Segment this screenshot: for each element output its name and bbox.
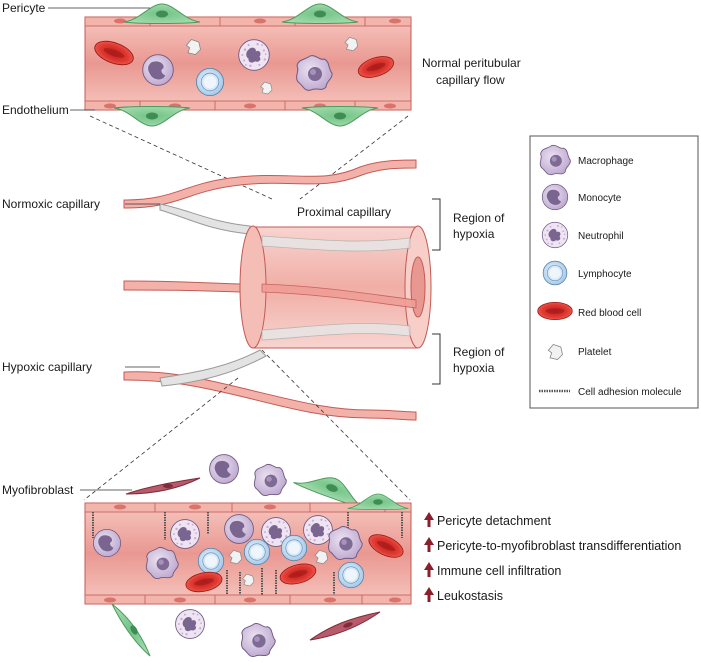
region-top-label-line1: Region of (453, 211, 505, 225)
outcomes-list: Pericyte detachment Pericyte-to-myofibro… (424, 512, 681, 603)
up-arrow-icon (424, 562, 434, 577)
macrophage-icon (539, 144, 571, 176)
macrophage (327, 526, 363, 560)
top-vessel-endothelium-upper (84, 16, 412, 27)
neutrophil (303, 515, 333, 545)
legend-label-platelet: Platelet (578, 347, 612, 358)
normoxic-capillary-label: Normoxic capillary (2, 197, 100, 211)
normal-flow-label-line1: Normal peritubular (422, 56, 521, 70)
macrophage (296, 55, 333, 91)
pericyte-cell (281, 3, 359, 24)
lymphocyte (280, 534, 308, 562)
outcome-leukostasis: Leukostasis (437, 589, 503, 603)
monocyte (224, 514, 254, 544)
monocyte (209, 454, 239, 484)
macrophage (240, 623, 276, 657)
legend-label-neutrophil: Neutrophil (578, 231, 624, 242)
region-top-bracket (432, 198, 441, 251)
pericyte-cell (301, 106, 379, 127)
capillary-network (123, 159, 432, 421)
lymphocyte (243, 538, 271, 566)
hypoxic-capillary-tube (123, 371, 417, 421)
myofibroblast-label: Myofibroblast (2, 483, 74, 497)
legend-label-macrophage: Macrophage (578, 156, 634, 167)
up-arrow-icon (424, 537, 434, 552)
monocyte (93, 529, 121, 557)
legend-label-lymphocyte: Lymphocyte (578, 269, 632, 280)
monocyte-icon (541, 183, 569, 211)
region-bottom-label-line2: hypoxia (453, 361, 495, 375)
legend-label-monocyte: Monocyte (578, 193, 622, 204)
hypoxic-branch-upper (159, 203, 251, 235)
neutrophil (238, 39, 270, 71)
middle-capillary-tube (123, 280, 241, 293)
hypoxic-branch-lower (159, 349, 267, 387)
legend-label-red-blood-cell: Red blood cell (578, 308, 641, 319)
lymphocyte (337, 561, 365, 589)
neutrophil (170, 519, 200, 549)
hypoxic-capillary-label: Hypoxic capillary (2, 360, 92, 374)
neutrophil (175, 609, 205, 639)
outcome-transdifferentiation: Pericyte-to-myofibroblast transdifferent… (437, 539, 681, 553)
region-bottom-label-line1: Region of (453, 345, 505, 359)
normoxic-capillary-tube (123, 159, 417, 209)
outcome-immune-cell-infiltration: Immune cell infiltration (437, 564, 561, 578)
pericyte-cell (123, 3, 201, 24)
endothelium-label: Endothelium (2, 103, 69, 117)
macrophage (145, 546, 179, 580)
legend-label-cell-adhesion-molecule: Cell adhesion molecule (578, 387, 682, 398)
normal-capillary-panel (84, 3, 412, 127)
macrophage (253, 463, 287, 497)
red-blood-cell-icon (537, 301, 573, 321)
lymphocyte (197, 547, 225, 575)
lymphocyte-icon (542, 260, 568, 286)
legend: Macrophage Monocyte Neutrophil Lymphocyt… (529, 135, 699, 409)
hypoxic-capillary-panel: Myofibroblast (2, 454, 412, 657)
normal-flow-label-line2: capillary flow (436, 73, 505, 87)
neutrophil-icon (541, 221, 569, 249)
adhesion-molecules (92, 512, 403, 595)
monocyte (142, 54, 174, 86)
up-arrow-icon (424, 587, 434, 602)
outcome-pericyte-detachment: Pericyte detachment (437, 514, 551, 528)
pericyte-cell (113, 106, 191, 127)
proximal-capillary-label: Proximal capillary (297, 205, 391, 219)
pericyte-label: Pericyte (2, 1, 46, 15)
region-bottom-bracket (432, 333, 441, 385)
lymphocyte (195, 68, 225, 96)
region-top-label-line2: hypoxia (453, 227, 495, 241)
up-arrow-icon (424, 512, 434, 527)
